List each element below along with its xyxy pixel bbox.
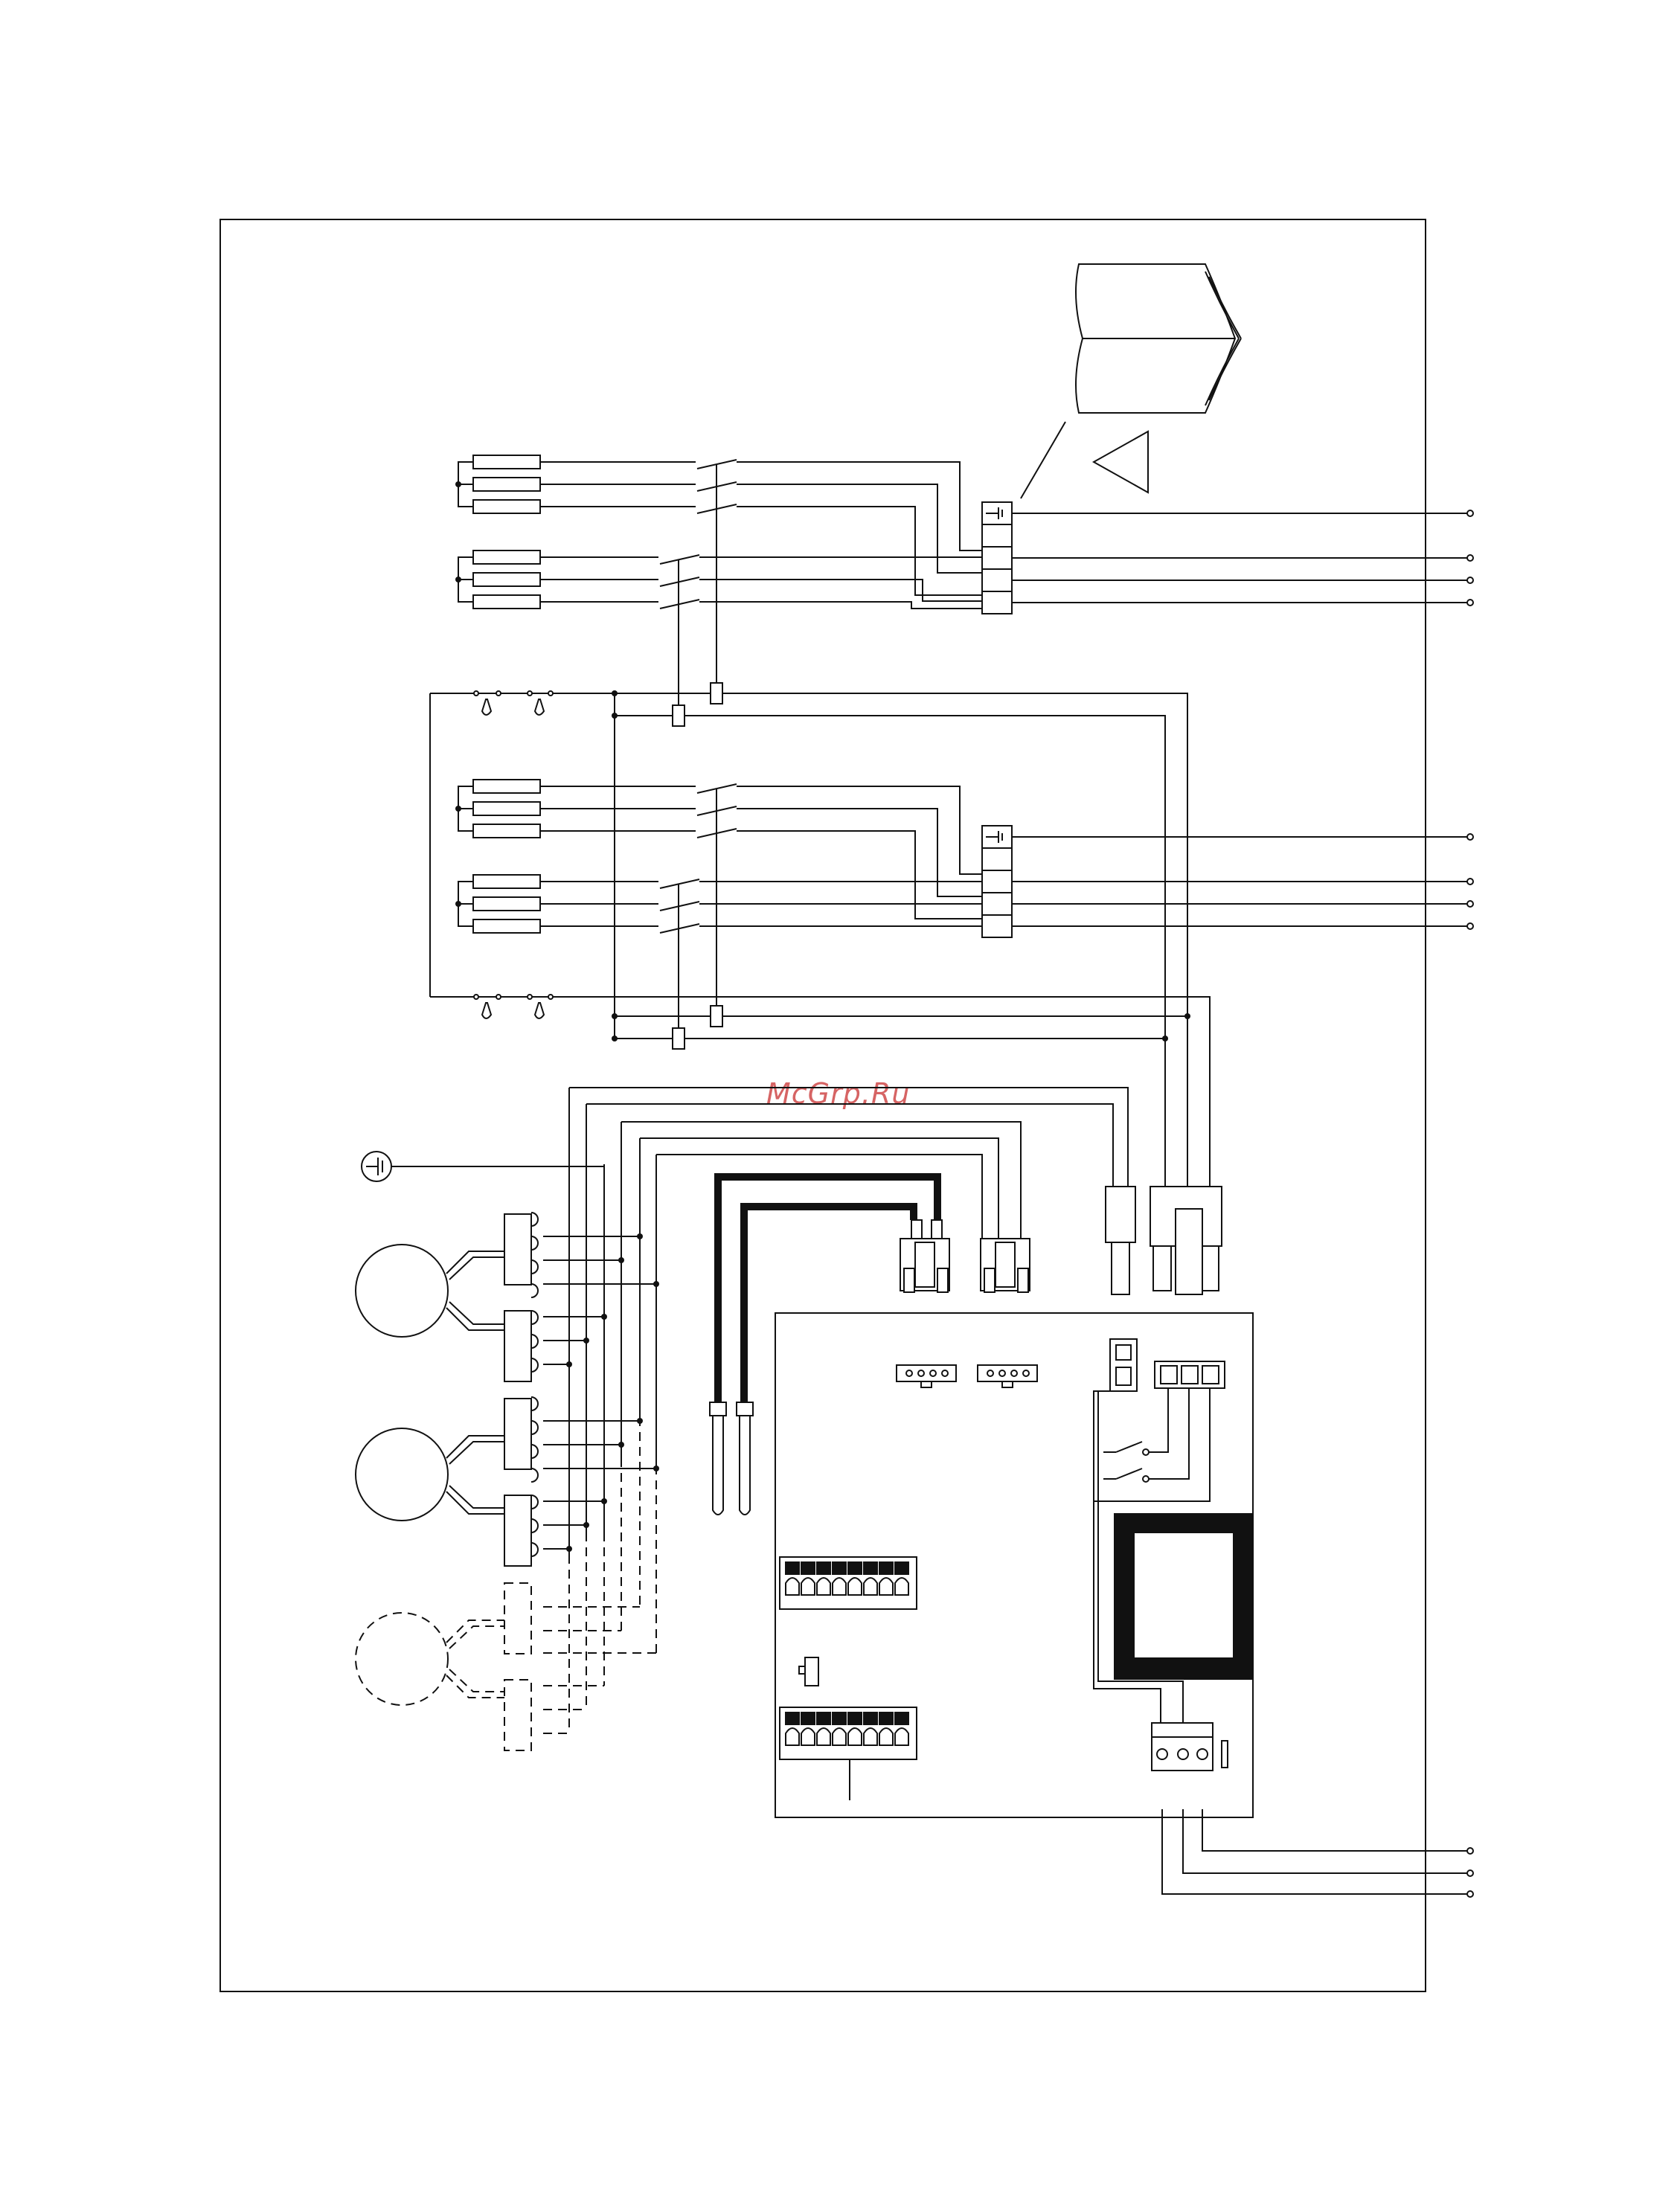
board-header-2 (978, 1365, 1037, 1387)
heater-bank-top-2 (455, 550, 982, 705)
power-output-lines (1162, 1809, 1473, 1897)
output-terminal (1467, 1891, 1473, 1897)
open-book-icon (1076, 264, 1241, 413)
thermostat-loop-lower (430, 995, 1210, 1190)
connector-motor (981, 1239, 1030, 1292)
power-terminal-block (1152, 1723, 1228, 1771)
board-relay-socket (1110, 1339, 1137, 1391)
ground-symbol-icon (362, 1152, 391, 1181)
output-terminal (1467, 1870, 1473, 1876)
board-jumper (799, 1657, 818, 1686)
warning-triangle-icon (1094, 431, 1148, 492)
board-3pin-connector (1155, 1361, 1225, 1388)
output-terminal (1467, 1848, 1473, 1854)
output-terminal (1467, 577, 1473, 583)
output-lines-mid (1012, 834, 1473, 929)
motor-wire-bus (569, 1088, 1128, 1555)
heater-bank-mid-1 (455, 780, 982, 1007)
output-terminal (1467, 510, 1473, 516)
output-terminal (1467, 555, 1473, 561)
sensor-cables (710, 1177, 937, 1515)
connector-sensor (900, 1220, 949, 1292)
motor-1 (356, 1213, 659, 1381)
terminal-strip-lower (780, 1707, 917, 1800)
heater-bank-top-1 (455, 455, 982, 683)
connector-thermostat-large (1150, 1187, 1222, 1294)
output-lines-top (1012, 510, 1473, 606)
board-header-1 (897, 1365, 956, 1387)
terminal-strip-upper (780, 1557, 917, 1609)
transformer (1115, 1514, 1253, 1679)
motor-2 (356, 1397, 659, 1566)
terminal-block-mid (982, 826, 1012, 937)
thermostat-loop-upper (430, 683, 1187, 1190)
output-terminal (1467, 879, 1473, 885)
output-terminal (1467, 834, 1473, 840)
book-pointer-line (1021, 422, 1065, 498)
output-terminal (1467, 901, 1473, 907)
output-terminal (1467, 923, 1473, 929)
output-terminal (1467, 600, 1473, 606)
terminal-block-top (982, 502, 1012, 614)
connector-thermostat-small (1106, 1187, 1135, 1294)
